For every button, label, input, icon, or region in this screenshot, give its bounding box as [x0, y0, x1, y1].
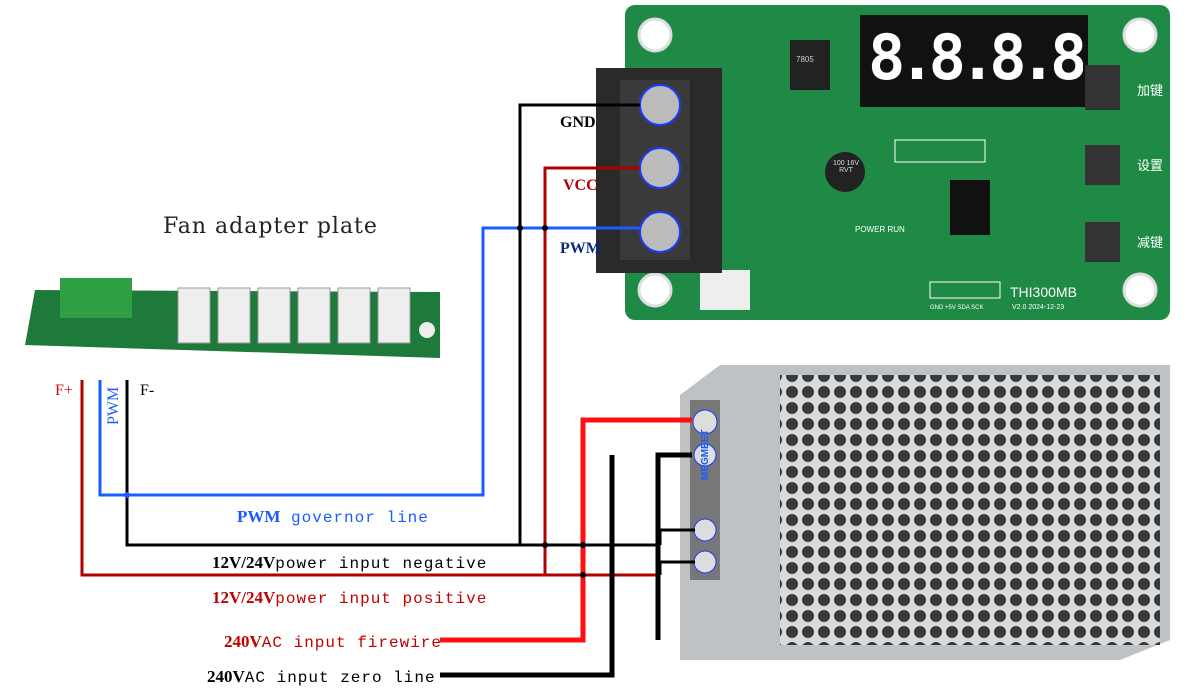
capacitor: 100 16V RVT	[832, 160, 860, 174]
terminal-pwm: PWM	[560, 240, 601, 257]
wire-pwm	[98, 226, 640, 497]
controller-model: THI300MB	[1010, 284, 1077, 300]
header-pins: GND +5V SDA SCK	[930, 305, 984, 311]
label-negative: 12V/24Vpower input negative	[212, 553, 488, 573]
controller-version: V2.0 2024-12-23	[1012, 304, 1065, 311]
label-positive: 12V/24Vpower input positive	[212, 588, 488, 608]
pin-f-plus: F+	[55, 382, 73, 399]
wire-zero	[440, 455, 615, 678]
controller-board	[625, 5, 1170, 320]
power-supply	[680, 365, 1170, 660]
psu-brand: MEGMEET	[700, 429, 711, 480]
pin-pwm: PWM	[105, 386, 122, 425]
wire-positive	[80, 166, 660, 577]
terminal-vcc: VCC	[563, 177, 598, 194]
fan-adapter-board	[25, 278, 440, 358]
led-labels: POWER RUN	[855, 225, 905, 234]
label-pwm-line: PWM governor line	[237, 507, 429, 527]
button-up-label: 加键	[1137, 84, 1164, 99]
display-digits: 8.8.8.8	[868, 22, 1083, 94]
wire-fire	[440, 417, 692, 643]
button-set-label: 设置	[1137, 159, 1164, 174]
button-set	[1085, 145, 1120, 185]
wire-negative	[125, 103, 660, 547]
seven-segment-display	[860, 15, 1088, 107]
label-fire: 240VAC input firewire	[224, 632, 443, 652]
label-zero: 240VAC input zero line	[207, 667, 436, 687]
terminal-gnd: GND	[560, 114, 596, 131]
pin-f-minus: F-	[140, 382, 155, 399]
fan-adapter-title: Fan adapter plate	[163, 214, 378, 239]
button-down	[1085, 222, 1120, 262]
regulator: 7805	[796, 55, 814, 64]
button-down-label: 减键	[1137, 236, 1164, 251]
button-up	[1085, 65, 1120, 110]
terminal-block	[596, 68, 722, 273]
